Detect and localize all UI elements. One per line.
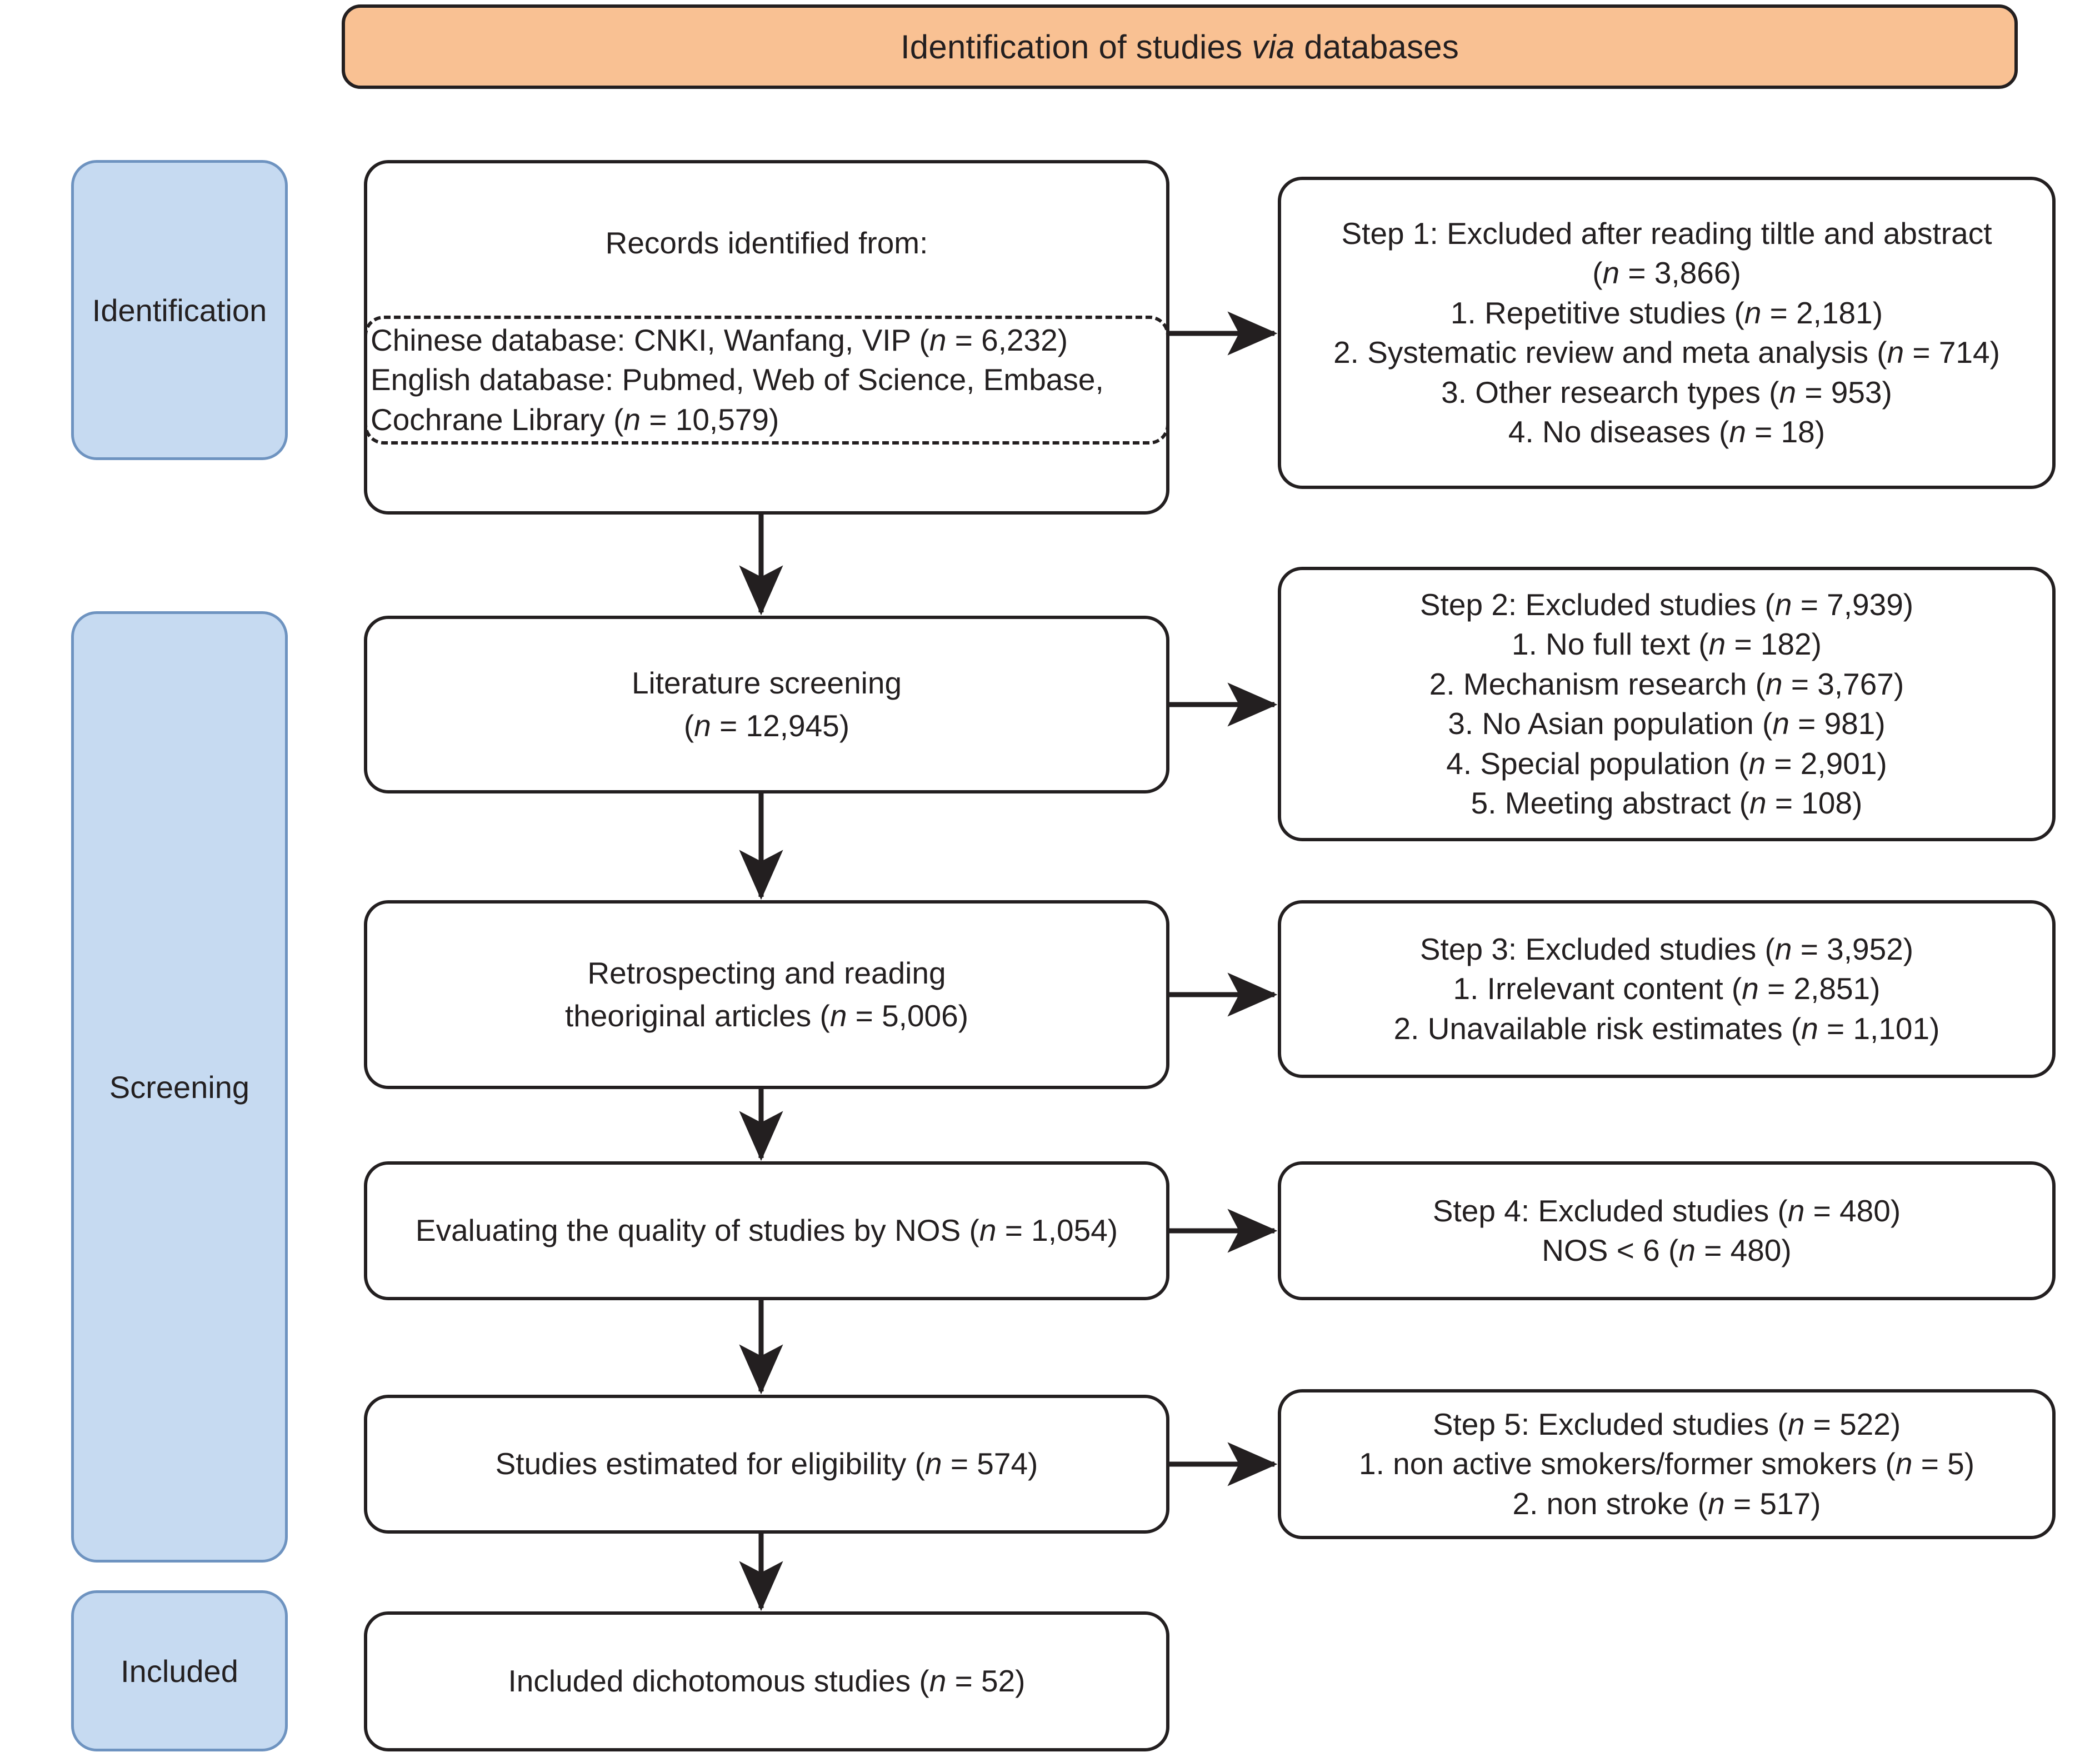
retrospecting-line-2: theoriginal articles (n = 5,006) [564, 999, 969, 1033]
box-step2-excluded: Step 2: Excluded studies (n = 7,939) 1. … [1278, 567, 2056, 841]
banner-title-part2: databases [1294, 28, 1459, 66]
step5-line-2: 1. non active smokers/former smokers (n … [1358, 1446, 1975, 1481]
step2-line-6: 5. Meeting abstract (n = 108) [1471, 786, 1863, 820]
records-identified-title: Records identified from: [605, 226, 928, 260]
banner-title-part1: Identification of studies [900, 28, 1252, 66]
step3-line-1: Step 3: Excluded studies (n = 3,952) [1419, 931, 1914, 966]
banner-title-italic: via [1252, 28, 1295, 66]
step1-line-6: 4. No diseases (n = 18) [1508, 415, 1826, 449]
step2-line-3: 2. Mechanism research (n = 3,767) [1429, 666, 1904, 701]
phase-included-label: Included [121, 1653, 238, 1689]
database-source-line-1: Chinese database: CNKI, Wanfang, VIP (n … [371, 322, 1068, 357]
step1-line-4: 2. Systematic review and meta analysis (… [1333, 335, 2000, 370]
eligibility-line-1: Studies estimated for eligibility (n = 5… [495, 1446, 1038, 1481]
step2-line-4: 3. No Asian population (n = 981) [1448, 706, 1886, 741]
step3-lines: Step 3: Excluded studies (n = 3,952) 1. … [1281, 930, 2052, 1049]
evaluating-nos-text: Evaluating the quality of studies by NOS… [367, 1211, 1166, 1251]
step5-line-1: Step 5: Excluded studies (n = 522) [1432, 1406, 1901, 1441]
retrospecting-text: Retrospecting and reading theoriginal ar… [367, 954, 1166, 1036]
box-literature-screening: Literature screening (n = 12,945) [364, 616, 1169, 793]
included-studies-text: Included dichotomous studies (n = 52) [367, 1661, 1166, 1701]
step2-line-2: 1. No full text (n = 182) [1512, 627, 1822, 661]
step4-line-1: Step 4: Excluded studies (n = 480) [1432, 1193, 1901, 1228]
step1-line-1: Step 1: Excluded after reading tiltle an… [1341, 216, 1992, 251]
included-studies-line-1: Included dichotomous studies (n = 52) [508, 1664, 1026, 1699]
box-retrospecting-reading: Retrospecting and reading theoriginal ar… [364, 900, 1169, 1089]
evaluating-nos-line-1: Evaluating the quality of studies by NOS… [415, 1213, 1118, 1248]
literature-screening-line-2: (n = 12,945) [683, 708, 850, 743]
step4-lines: Step 4: Excluded studies (n = 480) NOS <… [1281, 1191, 2052, 1271]
step3-line-2: 1. Irrelevant content (n = 2,851) [1453, 971, 1881, 1006]
box-evaluating-nos: Evaluating the quality of studies by NOS… [364, 1161, 1169, 1300]
box-step5-excluded: Step 5: Excluded studies (n = 522) 1. no… [1278, 1389, 2056, 1539]
step1-line-3: 1. Repetitive studies (n = 2,181) [1450, 295, 1883, 330]
step2-line-1: Step 2: Excluded studies (n = 7,939) [1419, 587, 1914, 622]
phase-screening: Screening [71, 611, 288, 1563]
banner-title: Identification of studies via databases [901, 28, 1459, 66]
step5-line-3: 2. non stroke (n = 517) [1512, 1486, 1821, 1521]
eligibility-text: Studies estimated for eligibility (n = 5… [367, 1444, 1166, 1484]
database-source-line-3: Cochrane Library (n = 10,579) [371, 402, 779, 437]
step1-lines: Step 1: Excluded after reading tiltle an… [1281, 214, 2052, 452]
box-database-sources: Chinese database: CNKI, Wanfang, VIP (n … [364, 316, 1169, 445]
phase-included: Included [71, 1590, 288, 1751]
box-records-identified: Records identified from: [364, 160, 1169, 515]
diagram-banner: Identification of studies via databases [342, 4, 2018, 89]
step1-line-5: 3. Other research types (n = 953) [1441, 375, 1892, 410]
phase-identification: Identification [71, 160, 288, 460]
step1-line-2: (n = 3,866) [1592, 256, 1741, 290]
box-step4-excluded: Step 4: Excluded studies (n = 480) NOS <… [1278, 1161, 2056, 1300]
literature-screening-line-1: Literature screening [631, 665, 902, 700]
database-sources-text: Chinese database: CNKI, Wanfang, VIP (n … [367, 321, 1166, 440]
step5-lines: Step 5: Excluded studies (n = 522) 1. no… [1281, 1405, 2052, 1524]
step2-lines: Step 2: Excluded studies (n = 7,939) 1. … [1281, 585, 2052, 823]
box-studies-eligibility: Studies estimated for eligibility (n = 5… [364, 1395, 1169, 1534]
phase-identification-label: Identification [92, 292, 267, 328]
step3-line-3: 2. Unavailable risk estimates (n = 1,101… [1393, 1011, 1940, 1046]
database-source-line-2: English database: Pubmed, Web of Science… [371, 362, 1104, 397]
phase-screening-label: Screening [109, 1069, 250, 1105]
box-included-studies: Included dichotomous studies (n = 52) [364, 1611, 1169, 1751]
literature-screening-text: Literature screening (n = 12,945) [367, 663, 1166, 746]
box-step1-excluded: Step 1: Excluded after reading tiltle an… [1278, 177, 2056, 489]
box-step3-excluded: Step 3: Excluded studies (n = 3,952) 1. … [1278, 900, 2056, 1078]
step2-line-5: 4. Special population (n = 2,901) [1446, 746, 1887, 781]
step4-line-2: NOS < 6 (n = 480) [1542, 1233, 1792, 1267]
retrospecting-line-1: Retrospecting and reading [587, 955, 946, 990]
